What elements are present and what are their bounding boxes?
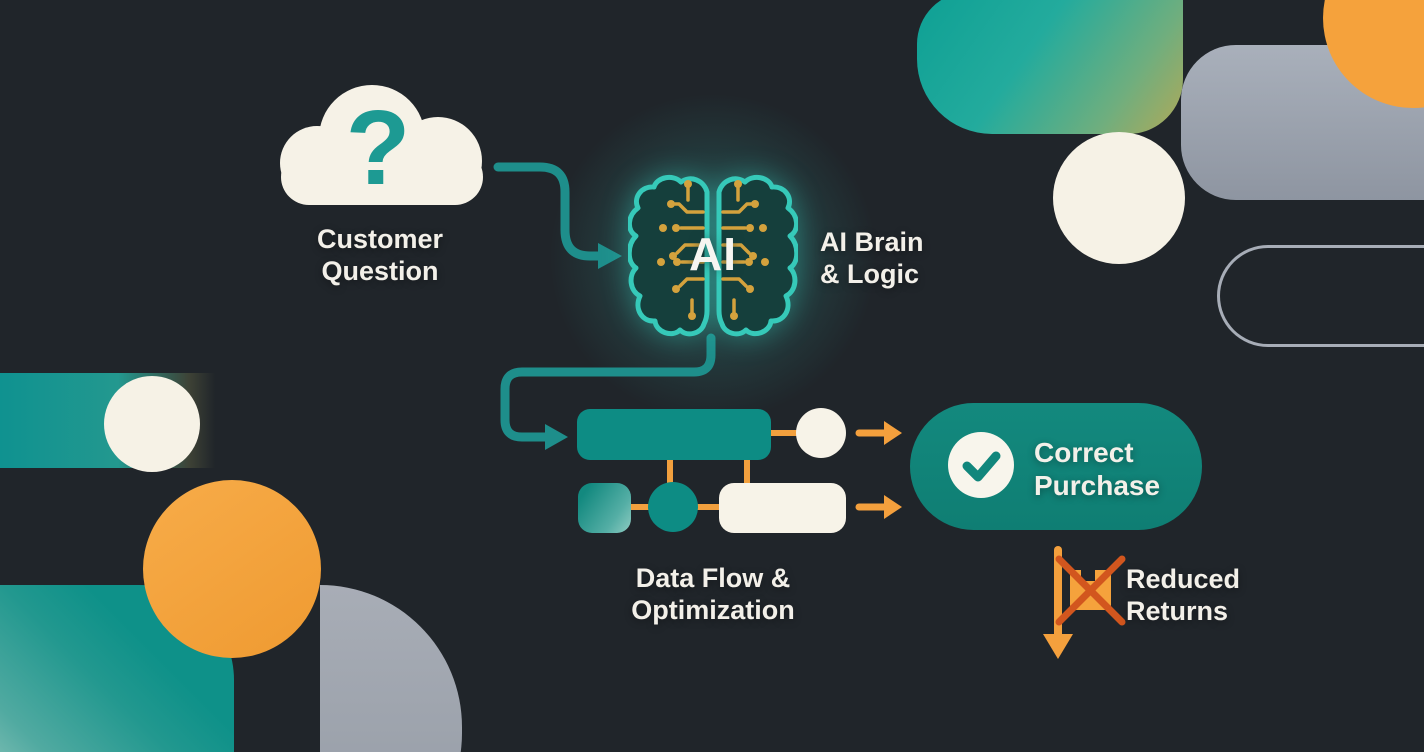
question-mark-icon: ? [345, 89, 411, 207]
customer-question-label: Customer Question [280, 223, 480, 287]
decorative-gray-halfcircle-bottom [320, 585, 462, 752]
reduced-returns-label: Reduced Returns [1126, 563, 1240, 627]
flow-node-cream-circle [796, 408, 846, 458]
customer-question-line1: Customer [316, 224, 444, 254]
arrowhead-brain-to-flow [545, 424, 568, 450]
data-flow-label: Data Flow & Optimization [603, 562, 823, 626]
decorative-outline-pill [1217, 245, 1424, 347]
ai-brain-line1: AI Brain [820, 227, 924, 257]
arrowhead-purchase-to-returns [1043, 634, 1073, 659]
correct-purchase-line1: Correct [1034, 437, 1134, 468]
flow-node-gradient-square [578, 483, 631, 533]
correct-purchase-line2: Purchase [1034, 470, 1161, 501]
ai-core-label: AI [689, 228, 737, 280]
decorative-cream-circle-left [104, 376, 200, 472]
flow-node-main-rect [577, 409, 771, 460]
decorative-teal-blob [917, 0, 1183, 134]
arrowhead-flow-top [884, 421, 902, 445]
customer-question-line2: Question [321, 256, 439, 286]
checkmark-icon [948, 432, 1014, 498]
decorative-cream-circle-top-right [1053, 132, 1185, 264]
correct-purchase-label: Correct Purchase [1034, 436, 1160, 502]
flow-node-teal-circle [648, 482, 698, 532]
reduced-returns-line1: Reduced [1126, 564, 1241, 594]
cloud-icon [280, 85, 483, 205]
ai-brain-line2: & Logic [820, 259, 919, 289]
ai-brain-label: AI Brain & Logic [820, 226, 924, 290]
flow-node-cream-rect [719, 483, 846, 533]
arrowhead-flow-bottom [884, 495, 902, 519]
data-flow-line2: Optimization [631, 595, 795, 625]
decorative-orange-circle-bottom-left [143, 480, 321, 658]
crossed-package-icon [1055, 555, 1126, 626]
data-flow-line1: Data Flow & [635, 563, 791, 593]
reduced-returns-line2: Returns [1126, 596, 1229, 626]
